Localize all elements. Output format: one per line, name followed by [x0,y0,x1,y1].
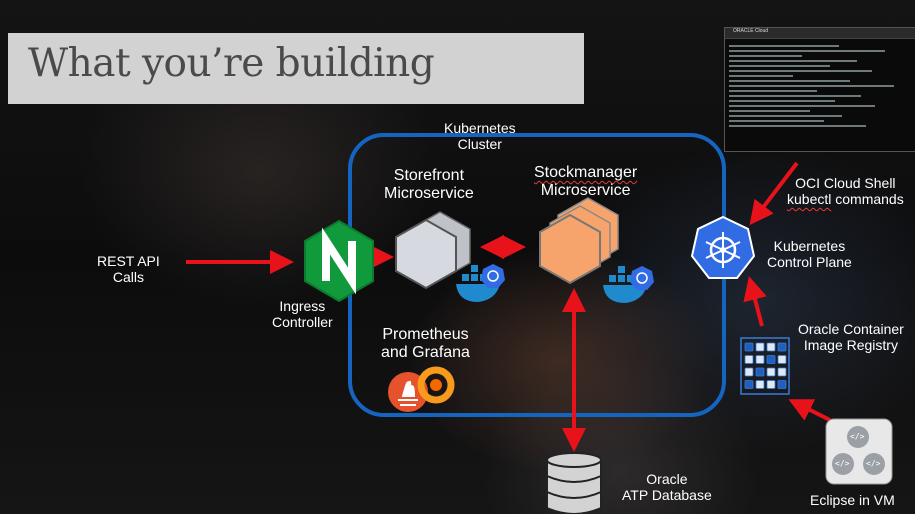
registry-cell [744,342,754,352]
eclipse-vm-icon [825,418,893,485]
registry-cell [744,355,754,364]
code-icon: </> [850,432,865,441]
registry-cell [755,342,765,352]
grafana-icon [417,366,455,404]
code-icon: </> [866,459,881,468]
code-icon: </> [835,459,850,468]
kubernetes-helm-icon-storefront [481,264,505,288]
registry-cell [744,367,754,377]
registry-cell [766,342,776,352]
registry-cell [777,342,787,352]
database-icon [546,452,602,514]
title-banner [8,33,584,104]
terminal-brand-label: ORACLE Cloud [733,28,769,34]
kubernetes-control-plane-icon [690,215,756,279]
docker-whale-icon-stockmanager [603,266,647,303]
registry-cell [766,355,776,364]
registry-cell [777,367,787,377]
arrow-registry-to-controlplane [743,276,767,327]
terminal-titlebar: ORACLE Cloud [725,28,915,39]
storefront-hexagon-icon [395,211,471,290]
arrow-eclipse-to-registry [788,399,831,422]
registry-cell [744,380,754,389]
registry-cell [766,367,776,377]
stockmanager-hexagon-icon [539,197,619,285]
registry-cell [766,380,776,389]
registry-cell [777,355,787,364]
kubernetes-helm-icon-stockmanager [630,266,654,290]
registry-cell [777,380,787,389]
registry-icon [740,337,790,395]
nginx-icon [304,219,374,303]
eclipse-vm-label: Eclipse in VM [810,492,895,508]
registry-cell [755,367,765,377]
cloud-shell-terminal-window: ORACLE Cloud [724,27,915,152]
registry-cell [755,380,765,389]
terminal-output [725,39,915,133]
arrow-shell-to-controlplane [749,161,799,226]
registry-cell [755,355,765,364]
page-title: What you’re building [28,41,435,86]
